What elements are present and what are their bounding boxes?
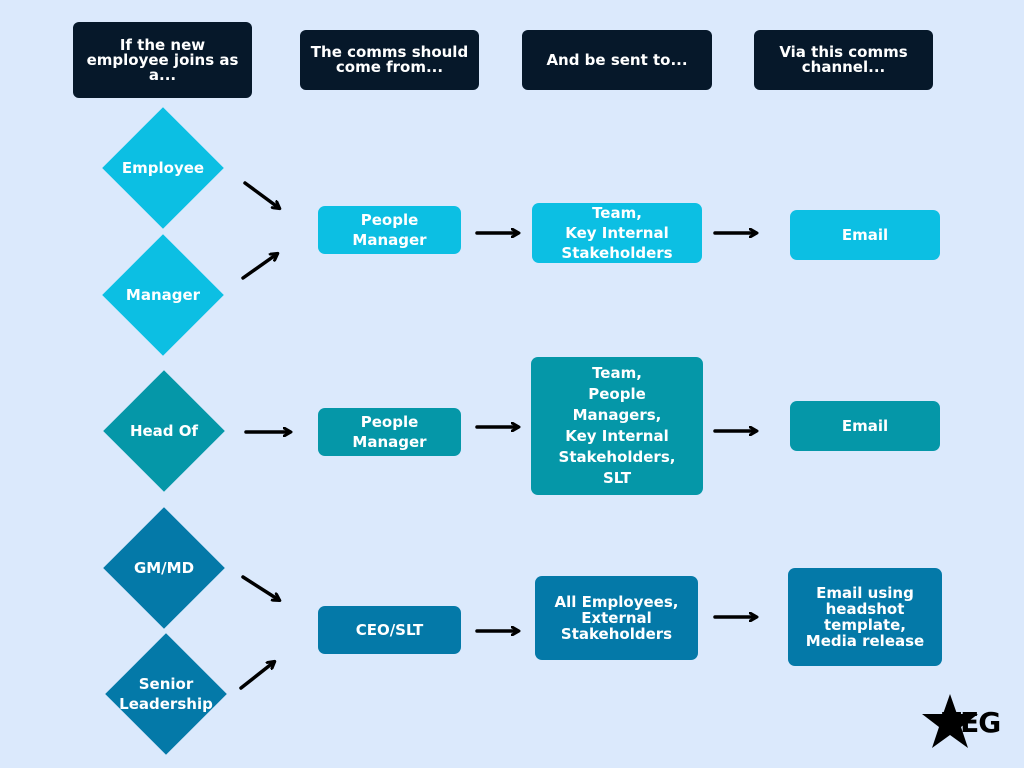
header-channel: Via this comms channel... — [754, 30, 933, 90]
header-line: come from... — [335, 58, 444, 76]
channel-label: Email — [841, 226, 889, 244]
sent-to-line: Team, — [592, 204, 642, 222]
star-icon — [922, 694, 978, 748]
diamond-gm-md: GM/MD — [103, 507, 225, 629]
diamond-label: Head Of — [129, 422, 199, 440]
diamond-label: Employee — [121, 159, 205, 177]
sent-to-line: All Employees, — [554, 593, 679, 611]
from-box-row1: People Manager — [318, 206, 461, 254]
sent-to-line: People — [588, 385, 646, 403]
header-comes-from: The comms should come from... — [300, 30, 479, 90]
arrow-gmmd-to-from — [241, 575, 279, 600]
arrow-manager-to-from — [241, 254, 277, 280]
channel-label: Email — [841, 417, 889, 435]
diamond-head-of: Head Of — [103, 370, 225, 492]
diamond-label: Senior Leadership — [105, 633, 227, 755]
channel-box-row2: Email — [790, 401, 940, 451]
diamond-label-line: Senior — [138, 675, 194, 693]
logo-text: TEG — [942, 706, 1001, 739]
header-joins-as: If the new employee joins as a... — [73, 22, 252, 98]
sent-to-box-row2: Team, People Managers, Key Internal Stak… — [531, 357, 703, 495]
header-line: If the new — [119, 35, 206, 54]
channel-line: template, — [823, 616, 907, 634]
header-line: channel... — [801, 58, 886, 76]
header-line: The comms should — [310, 43, 469, 61]
sent-to-line: Stakeholders, — [558, 448, 676, 466]
from-box-row2: People Manager — [318, 408, 461, 456]
header-sent-to: And be sent to... — [522, 30, 712, 90]
channel-line: Media release — [805, 632, 925, 650]
sent-to-line: Key Internal — [565, 224, 669, 242]
sent-to-line: External — [581, 609, 652, 627]
from-label: People Manager — [352, 413, 427, 451]
channel-line: Email using — [816, 584, 914, 602]
diamond-manager: Manager — [102, 234, 224, 356]
channel-box-row3: Email using headshot template, Media rel… — [788, 568, 942, 666]
header-line: Via this comms — [779, 43, 908, 61]
sent-to-line: Key Internal — [565, 427, 669, 445]
header-line: And be sent to... — [546, 50, 688, 69]
arrow-employee-to-from — [243, 181, 279, 208]
from-label: CEO/SLT — [355, 621, 424, 639]
from-label: People Manager — [352, 211, 427, 249]
header-line: a... — [148, 65, 177, 84]
sent-to-line: Managers, — [572, 406, 662, 424]
arrow-senior-to-from — [239, 662, 274, 690]
channel-line: headshot — [825, 600, 905, 618]
diamond-label-line: Leadership — [119, 695, 213, 713]
sent-to-line: Stakeholders — [560, 625, 673, 643]
diamond-label: Manager — [125, 286, 201, 304]
diamond-employee: Employee — [102, 107, 224, 229]
sent-to-line: Stakeholders — [561, 244, 673, 262]
teg-logo: TEG — [920, 688, 1010, 756]
header-line: employee joins as — [86, 50, 239, 69]
channel-box-row1: Email — [790, 210, 940, 260]
sent-to-line: Team, — [592, 364, 642, 382]
sent-to-box-row3: All Employees, External Stakeholders — [535, 576, 698, 660]
diamond-label: GM/MD — [133, 559, 195, 577]
sent-to-line: SLT — [602, 469, 632, 487]
from-box-row3: CEO/SLT — [318, 606, 461, 654]
diamond-senior-leadership: Senior Leadership — [105, 633, 227, 755]
sent-to-box-row1: Team, Key Internal Stakeholders — [532, 203, 702, 263]
